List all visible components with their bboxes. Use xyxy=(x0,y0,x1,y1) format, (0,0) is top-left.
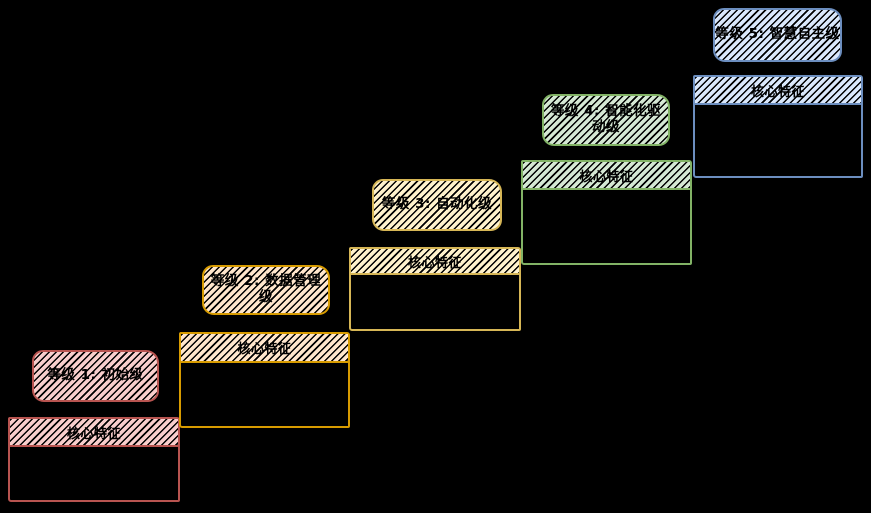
stage-4-core-box: 核心特征 xyxy=(521,160,692,265)
stage-1-core-box: 核心特征 xyxy=(8,417,180,502)
stage-4-level-badge: 等级 4: 智能化驱动级 xyxy=(542,94,670,146)
stage-5-core-header: 核心特征 xyxy=(695,77,861,105)
stage-5-level-badge: 等级 5: 智慧自主级 xyxy=(713,8,842,62)
stage-3-core-header: 核心特征 xyxy=(351,249,519,275)
stage-2-core-box: 核心特征 xyxy=(179,332,350,428)
stage-3-level-badge: 等级 3: 自动化级 xyxy=(372,179,502,231)
stage-3-core-box: 核心特征 xyxy=(349,247,521,331)
stage-2-core-header: 核心特征 xyxy=(181,334,348,363)
stage-5-core-box: 核心特征 xyxy=(693,75,863,178)
stage-1-level-badge: 等级 1: 初始级 xyxy=(32,350,159,402)
stage-4-core-header: 核心特征 xyxy=(523,162,690,190)
stage-1-core-header: 核心特征 xyxy=(10,419,178,447)
stage-2-level-badge: 等级 2: 数据管理级 xyxy=(202,265,330,315)
